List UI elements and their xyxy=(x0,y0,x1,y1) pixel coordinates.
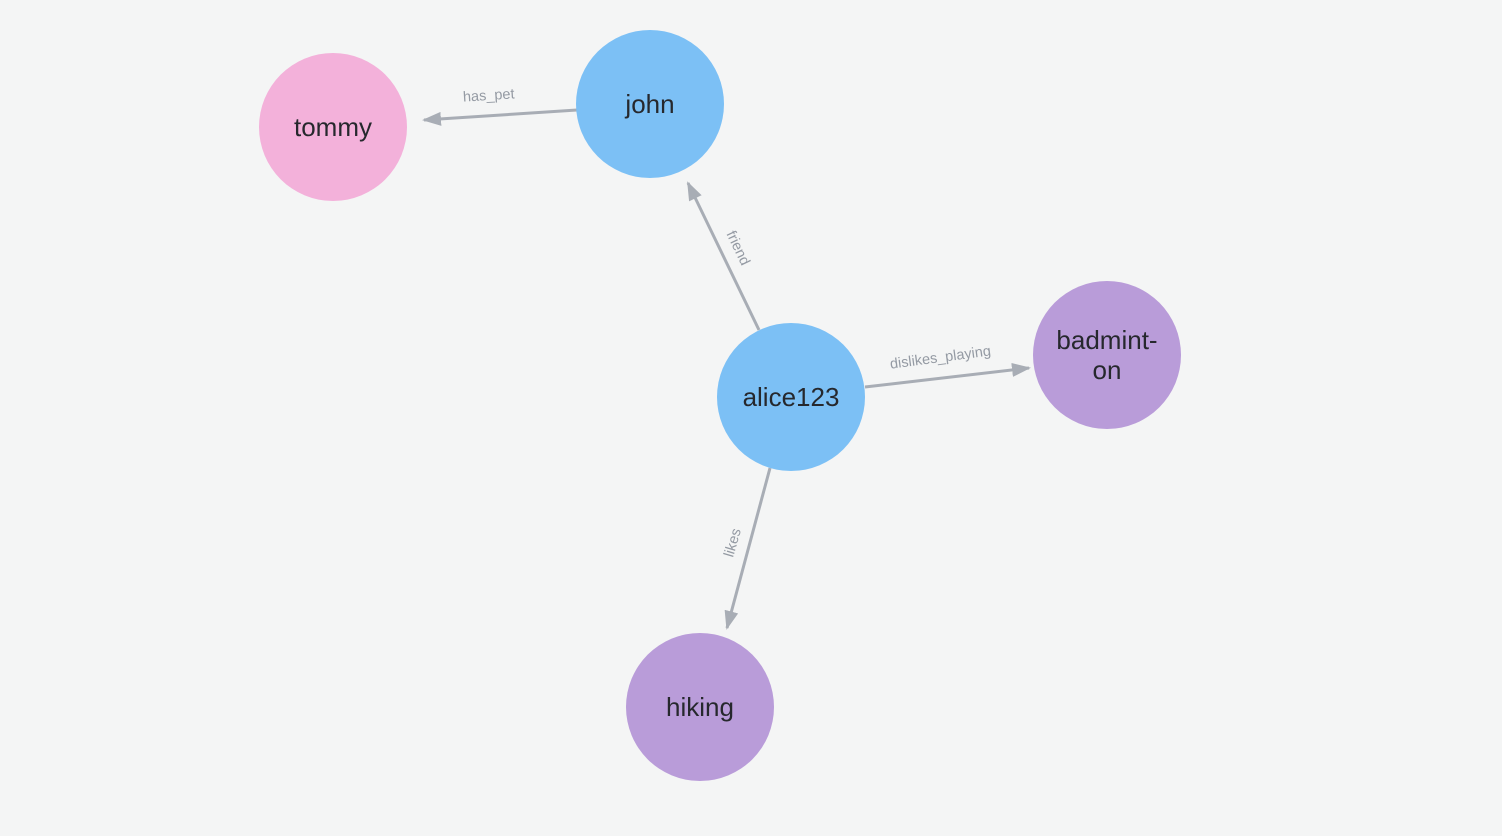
edge-line-has-pet[interactable] xyxy=(422,108,578,126)
node-label-john: john xyxy=(625,89,675,119)
edge-alice123-john[interactable]: friend xyxy=(686,181,761,331)
node-alice123[interactable]: alice123 xyxy=(717,323,865,471)
node-label-alice123: alice123 xyxy=(742,382,840,412)
edge-line-dislikes-playing[interactable] xyxy=(864,363,1031,389)
edge-label-has-pet: has_pet xyxy=(462,86,515,105)
edge-label-dislikes-playing: dislikes_playing xyxy=(889,343,992,372)
edge-john-tommy[interactable]: has_pet xyxy=(422,86,578,126)
edge-alice123-hiking[interactable]: likes xyxy=(721,467,772,630)
edge-alice123-badminton[interactable]: dislikes_playing xyxy=(864,343,1031,389)
node-badminton[interactable]: badmint- on xyxy=(1033,281,1181,429)
node-label-badminton: badmint- on xyxy=(1056,325,1158,385)
edge-label-likes: likes xyxy=(721,527,745,559)
node-tommy[interactable]: tommy xyxy=(259,53,407,201)
node-label-hiking: hiking xyxy=(666,692,734,722)
node-label-tommy: tommy xyxy=(294,112,372,142)
edge-line-friend[interactable] xyxy=(686,181,761,331)
edge-line-likes[interactable] xyxy=(724,467,772,630)
node-john[interactable]: john xyxy=(576,30,724,178)
node-hiking[interactable]: hiking xyxy=(626,633,774,781)
